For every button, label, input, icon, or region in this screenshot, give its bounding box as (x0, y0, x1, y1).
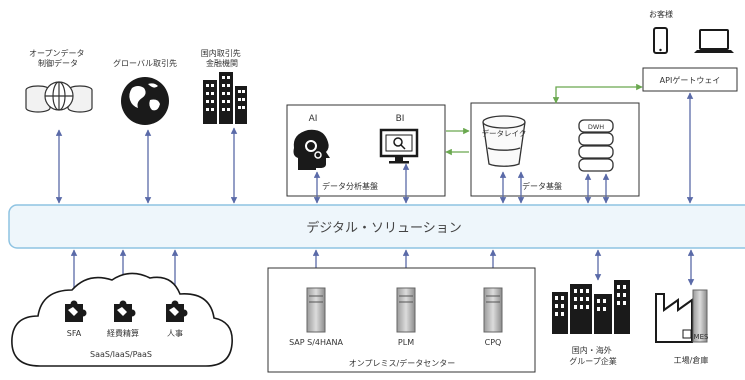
bi-label: BI (396, 114, 405, 124)
server-label-plm: PLM (398, 338, 414, 347)
server-icon-sap (306, 287, 326, 333)
laptop-icon (694, 29, 734, 53)
bi-monitor-icon (379, 128, 419, 164)
open-data-label-line1: オープンデータ (29, 48, 85, 58)
cloud-services: SFA 経費精算 人事 SaaS/IaaS/PaaS (11, 272, 233, 367)
group-companies: 国内・海外 グループ企業 (552, 280, 630, 366)
factory-icon (655, 289, 708, 343)
customer-group: お客様 APIゲートウェイ (642, 9, 738, 92)
server-icon-cpq (483, 287, 503, 333)
open-data-group: オープンデータ 制御データ (25, 48, 93, 113)
cloud-item-sfa: SFA (67, 329, 82, 338)
data-lake-icon (482, 115, 526, 167)
customer-label: お客様 (649, 9, 673, 19)
analysis-box-label: データ分析基盤 (322, 181, 378, 191)
digital-solution-label: デジタル・ソリューション (306, 220, 461, 236)
data-platform-box-label: データ基盤 (522, 181, 562, 191)
ai-label: AI (309, 114, 318, 124)
group-label-line1: 国内・海外 (572, 345, 612, 355)
onprem-datacenter: SAP S/4HANA PLM CPQ オンプレミス/データセンター (267, 267, 536, 373)
dwh-label: DWH (588, 123, 604, 131)
api-gateway-box (642, 67, 738, 92)
ai-head-icon (293, 129, 330, 170)
hr-puzzle-icon (166, 300, 188, 322)
factory-label: 工場/倉庫 (674, 355, 709, 365)
data-platform: データレイク DWH データ基盤 (470, 102, 640, 197)
factory-warehouse: MES 工場/倉庫 (655, 289, 709, 365)
api-gateway-label: APIゲートウェイ (660, 75, 721, 85)
analysis-platform: AI BI データ分析基盤 (286, 104, 446, 197)
cloud-item-hr: 人事 (167, 328, 183, 338)
server-label-sap: SAP S/4HANA (289, 338, 343, 347)
group-label-line2: グループ企業 (569, 356, 617, 366)
domestic-label-line1: 国内取引先 (201, 48, 241, 58)
data-lake-label: データレイク (482, 128, 527, 138)
globe-icon (121, 77, 169, 125)
office-buildings-icon (552, 280, 630, 334)
group-label: 国内・海外 グループ企業 (569, 345, 617, 366)
domestic-label-line2: 金融機関 (206, 58, 238, 68)
green-connectors (445, 83, 643, 156)
open-data-label-line2: 制御データ (38, 58, 78, 68)
domestic-partner-label: 国内取引先 金融機関 (201, 48, 244, 68)
database-globe-icon (25, 81, 93, 113)
sfa-puzzle-icon (65, 300, 87, 322)
cloud-item-expense: 経費精算 (107, 328, 139, 338)
dwh-stack-icon (578, 119, 614, 172)
global-partner-label: グローバル取引先 (113, 58, 177, 68)
global-partner-group: グローバル取引先 (113, 58, 177, 125)
cloud-label: SaaS/IaaS/PaaS (90, 350, 152, 359)
mes-label: MES (694, 333, 709, 341)
server-icon-plm (396, 287, 416, 333)
smartphone-icon (653, 27, 668, 54)
onprem-label: オンプレミス/データセンター (349, 358, 455, 368)
domestic-partner-group: 国内取引先 金融機関 (201, 48, 247, 124)
digital-solution-bar: デジタル・ソリューション (8, 204, 745, 249)
buildings-icon (203, 72, 247, 124)
open-data-label: オープンデータ 制御データ (29, 48, 87, 68)
server-label-cpq: CPQ (485, 338, 502, 347)
expense-puzzle-icon (114, 300, 136, 322)
